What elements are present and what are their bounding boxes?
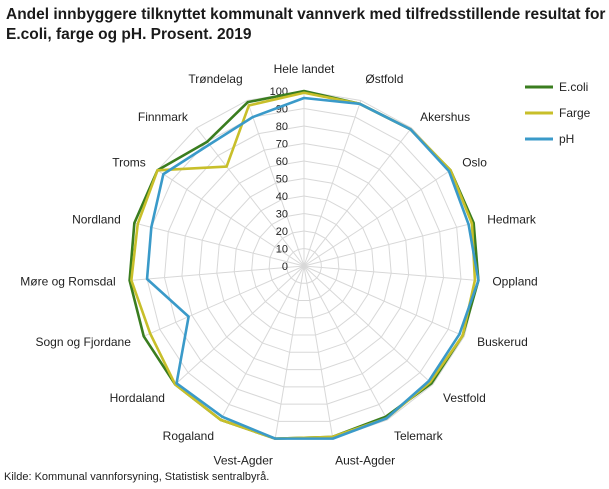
grid-ring-90	[146, 107, 462, 422]
spoke-7	[303, 265, 434, 385]
category-label: Oslo	[462, 156, 487, 170]
category-label: Hele landet	[274, 62, 335, 76]
tick-label-0: 0	[282, 261, 288, 273]
category-label: Trøndelag	[188, 72, 242, 86]
category-label: Hordaland	[110, 391, 165, 405]
category-labels: Hele landetØstfoldAkershusOsloHedmarkOpp…	[20, 62, 537, 467]
category-label: Østfold	[365, 72, 403, 86]
grid-ring-20	[268, 230, 340, 302]
spoke-9	[303, 265, 334, 439]
radar-series	[128, 89, 480, 440]
series-ph	[145, 96, 480, 440]
spoke-6	[303, 265, 465, 337]
category-label: Nordland	[72, 213, 121, 227]
spoke-17	[196, 127, 305, 267]
tick-label-50: 50	[276, 174, 288, 186]
tick-label-60: 60	[276, 156, 288, 168]
chart-title: Andel innbyggere tilknyttet kommunalt va…	[6, 6, 606, 43]
category-label: Troms	[112, 156, 146, 170]
tick-label-30: 30	[276, 209, 288, 221]
spoke-2	[303, 127, 412, 267]
spoke-8	[303, 265, 388, 421]
grid-ring-30	[251, 212, 357, 319]
spoke-5	[303, 265, 479, 281]
radar-spokes	[129, 91, 479, 439]
category-label: Finnmark	[138, 110, 189, 124]
spoke-11	[220, 265, 305, 421]
spoke-1	[303, 100, 362, 267]
category-label: Møre og Romsdal	[20, 275, 115, 289]
category-label: Akershus	[420, 110, 470, 124]
tick-label-10: 10	[276, 244, 288, 256]
category-label: Vestfold	[443, 391, 486, 405]
source-note: Kilde: Kommunal vannforsyning, Statistis…	[4, 471, 270, 483]
spoke-4	[303, 222, 474, 267]
spoke-18	[246, 100, 305, 267]
category-label: Buskerud	[477, 335, 528, 349]
legend-label: pH	[559, 132, 574, 146]
category-label: Oppland	[492, 275, 537, 289]
grid-ring-50	[216, 177, 392, 353]
category-label: Hedmark	[487, 213, 537, 227]
legend-label: Farge	[559, 106, 591, 120]
category-label: Sogn og Fjordane	[36, 335, 132, 349]
grid-ring-80	[163, 125, 445, 405]
grid-ring-40	[233, 195, 375, 336]
grid-ring-60	[198, 160, 410, 371]
spoke-10	[274, 265, 305, 439]
category-label: Vest-Agder	[214, 453, 273, 467]
grid-ring-70	[181, 142, 427, 388]
tick-label-70: 70	[276, 139, 288, 151]
category-label: Telemark	[394, 429, 444, 443]
category-label: Aust-Agder	[335, 453, 395, 467]
legend-label: E.coli	[559, 80, 588, 94]
tick-label-20: 20	[276, 226, 288, 238]
spoke-16	[157, 169, 305, 267]
tick-label-80: 80	[276, 121, 288, 133]
spoke-14	[129, 265, 305, 281]
category-label: Rogaland	[163, 429, 214, 443]
spoke-12	[174, 265, 305, 385]
spoke-15	[134, 222, 305, 267]
tick-label-40: 40	[276, 191, 288, 203]
spoke-13	[143, 265, 305, 337]
spoke-3	[303, 169, 451, 267]
grid-ring-10	[286, 247, 322, 284]
